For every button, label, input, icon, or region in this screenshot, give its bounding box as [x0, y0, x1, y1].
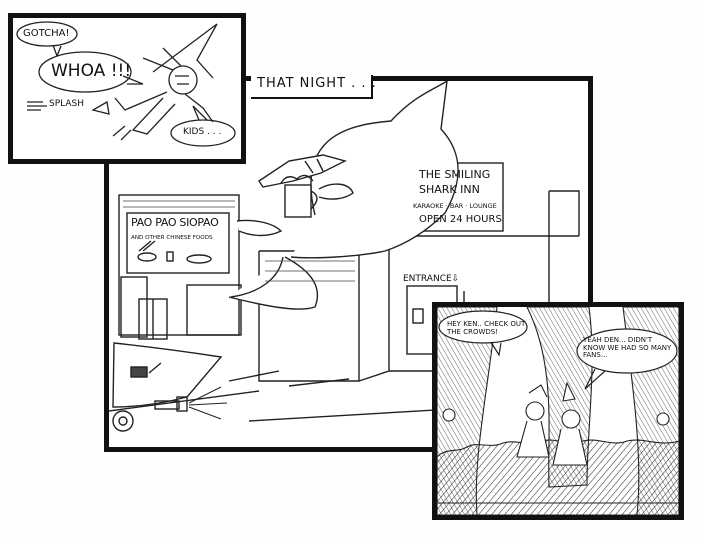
restaurant-sign-subtitle: AND OTHER CHINESE FOODS [131, 235, 213, 241]
splash-scene-drawing [16, 21, 236, 147]
inn-sign-hours: OPEN 24 HOURS [419, 214, 502, 225]
entrance-label: ENTRANCE⇩ [403, 274, 460, 284]
caption-box [251, 75, 373, 99]
speech-gotcha: GOTCHA! [23, 28, 70, 39]
sfx-splash: SPLASH [49, 99, 84, 109]
comic-panel-top: GOTCHA! WHOA !!! SPLASH KIDS . . . [8, 13, 246, 164]
caption-that-night: THAT NIGHT . . . [257, 76, 377, 91]
stage-crowd-drawing [437, 307, 679, 515]
inn-sign-services: KARAOKE · BAR · LOUNGE [413, 202, 497, 210]
speech-kids: KIDS . . . [183, 127, 222, 137]
inn-sign-line1: THE SMILING [419, 168, 491, 181]
speech-whoa: WHOA !!! [51, 61, 132, 81]
comic-panel-bottom: HEY KEN.. CHECK OUT THE CROWDS! YEAH DEN… [432, 302, 684, 520]
arrow-down-icon: ⇩ [451, 274, 460, 284]
speech-yeah-den: YEAH DEN... DIDN'T KNOW WE HAD SO MANY F… [583, 336, 672, 360]
restaurant-sign-title: PAO PAO SIOPAO [131, 216, 219, 229]
inn-sign-line2: SHARK INN [419, 183, 480, 196]
speech-hey-ken: HEY KEN.. CHECK OUT THE CROWDS! [447, 320, 526, 336]
comic-panel-main: THAT NIGHT . . . THE SMILING SHARK INN K… [104, 75, 593, 452]
